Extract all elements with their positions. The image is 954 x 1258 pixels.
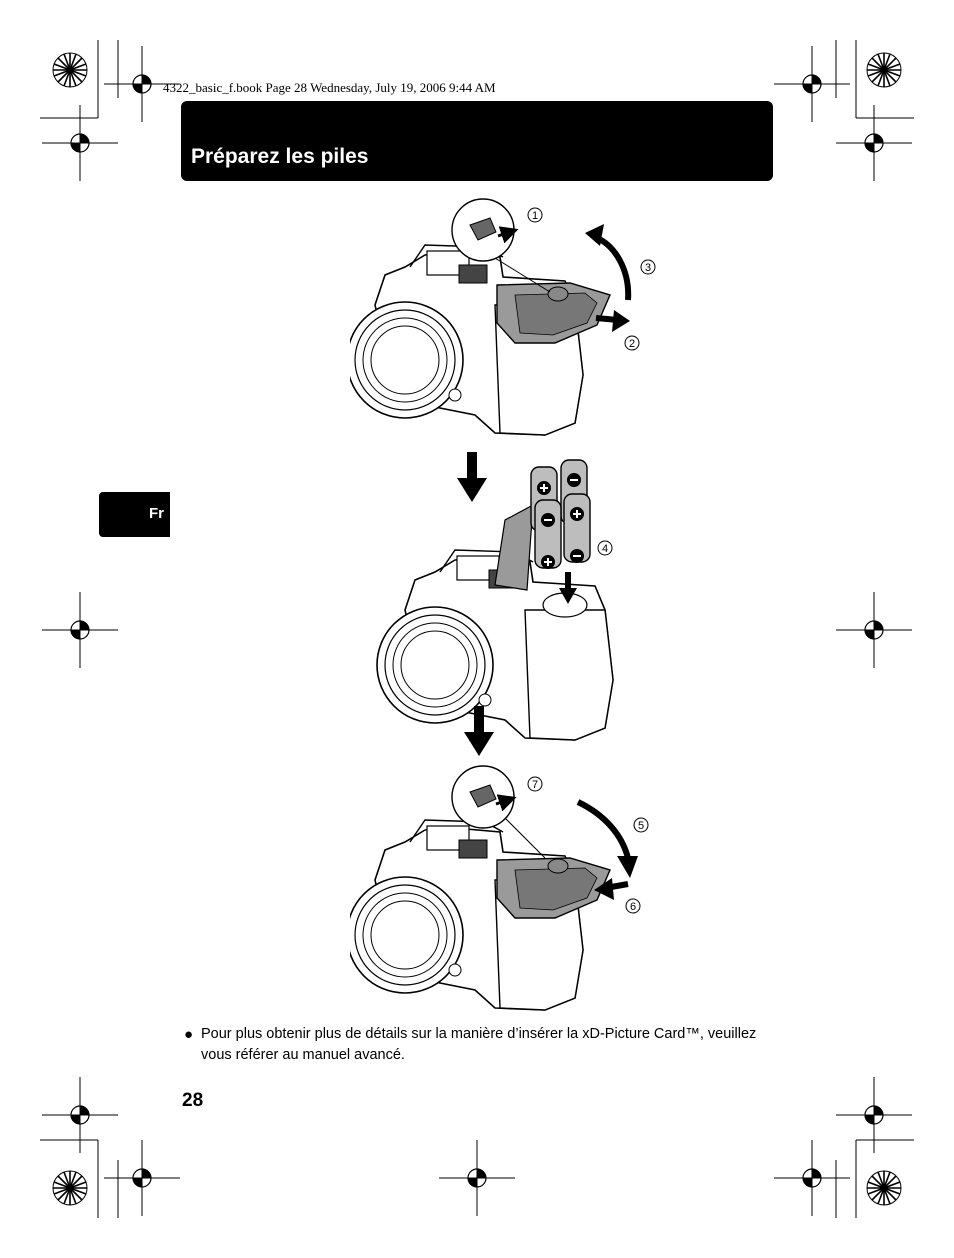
step-label-2: 2: [629, 338, 635, 350]
title-bar: Préparez les piles: [181, 101, 773, 181]
print-header: 4322_basic_f.book Page 28 Wednesday, Jul…: [163, 80, 496, 95]
language-label: Fr: [149, 505, 164, 522]
step-label-3: 3: [645, 262, 651, 274]
step-label-7: 7: [532, 779, 538, 791]
step-label-1: 1: [532, 210, 538, 222]
language-tab: Fr: [99, 492, 170, 537]
note-text: Pour plus obtenir plus de détails sur la…: [201, 1026, 757, 1063]
step-label-6: 6: [630, 901, 636, 913]
page-title: Préparez les piles: [191, 145, 369, 168]
step-label-4: 4: [602, 543, 608, 555]
battery-insertion-illustration: 1 3 2 4 7 5 6: [350, 198, 656, 1011]
bullet-icon: ●: [184, 1026, 194, 1043]
page-number: 28: [182, 1090, 204, 1111]
note-item: ● Pour plus obtenir plus de détails sur …: [184, 1024, 784, 1066]
step-label-5: 5: [638, 820, 644, 832]
